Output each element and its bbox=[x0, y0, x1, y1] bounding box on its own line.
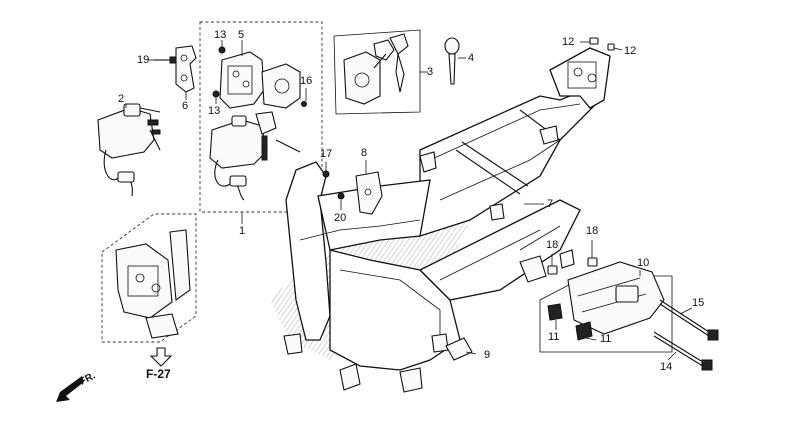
bolt-part-13a bbox=[218, 46, 226, 54]
grommet-part-12a bbox=[589, 37, 599, 45]
engine-hanger-part-10 bbox=[567, 261, 665, 335]
callout-7: 7 bbox=[547, 198, 554, 210]
callout-11a: 11 bbox=[548, 331, 560, 343]
callout-4: 4 bbox=[468, 52, 475, 64]
callout-11b: 11 bbox=[600, 333, 612, 345]
callout-2: 2 bbox=[118, 93, 125, 105]
callout-1: 1 bbox=[239, 225, 246, 237]
stay-part-8 bbox=[355, 171, 383, 215]
ignition-group-outline bbox=[199, 21, 323, 213]
callout-3: 3 bbox=[427, 66, 434, 78]
callout-19: 19 bbox=[137, 54, 150, 66]
reference-arrow bbox=[149, 347, 173, 367]
callout-12a: 12 bbox=[562, 36, 575, 48]
bolt-part-19 bbox=[154, 56, 177, 64]
callout-6: 6 bbox=[182, 100, 189, 112]
ignition-switch-part-1 bbox=[209, 111, 301, 201]
key-part-4 bbox=[444, 37, 460, 85]
callout-13a: 13 bbox=[214, 29, 227, 41]
callout-16: 16 bbox=[300, 75, 313, 87]
callout-13b: 13 bbox=[208, 105, 221, 117]
callout-8: 8 bbox=[361, 147, 368, 159]
label-part-9 bbox=[445, 337, 473, 361]
key-set-part-3 bbox=[343, 33, 409, 105]
switch-body-part-5 bbox=[219, 51, 265, 109]
bracket-part-6 bbox=[175, 45, 197, 93]
callout-18b: 18 bbox=[586, 225, 599, 237]
key-group-outline bbox=[333, 29, 421, 115]
bolt-part-14 bbox=[653, 331, 713, 371]
callout-9: 9 bbox=[484, 349, 491, 361]
reference-page-label[interactable]: F-27 bbox=[146, 367, 171, 381]
rubber-part-11a bbox=[547, 303, 563, 321]
lock-part-16 bbox=[261, 63, 307, 109]
frame-body-part-7 bbox=[283, 47, 611, 393]
callout-18a: 18 bbox=[546, 239, 559, 251]
grommet-part-12b bbox=[607, 43, 615, 51]
bracket-assembly bbox=[115, 229, 191, 339]
bolt-part-15 bbox=[659, 299, 719, 341]
front-direction-arrow bbox=[56, 376, 84, 402]
callout-14: 14 bbox=[660, 361, 673, 373]
callout-5: 5 bbox=[238, 29, 245, 41]
callout-12b: 12 bbox=[624, 45, 637, 57]
bolt-part-17 bbox=[322, 170, 330, 178]
leader-lines bbox=[125, 40, 693, 361]
nut-part-18b bbox=[587, 257, 598, 267]
bolt-part-20 bbox=[337, 192, 345, 200]
bolt-part-13b bbox=[212, 90, 220, 98]
callout-15: 15 bbox=[692, 297, 705, 309]
rubber-part-11b bbox=[575, 321, 593, 341]
callout-20: 20 bbox=[334, 212, 347, 224]
callout-17: 17 bbox=[320, 148, 333, 160]
callout-10: 10 bbox=[637, 257, 650, 269]
nut-part-18a bbox=[547, 265, 558, 275]
bracket-group-outline bbox=[101, 213, 197, 343]
ignition-switch-part-2 bbox=[97, 103, 161, 197]
